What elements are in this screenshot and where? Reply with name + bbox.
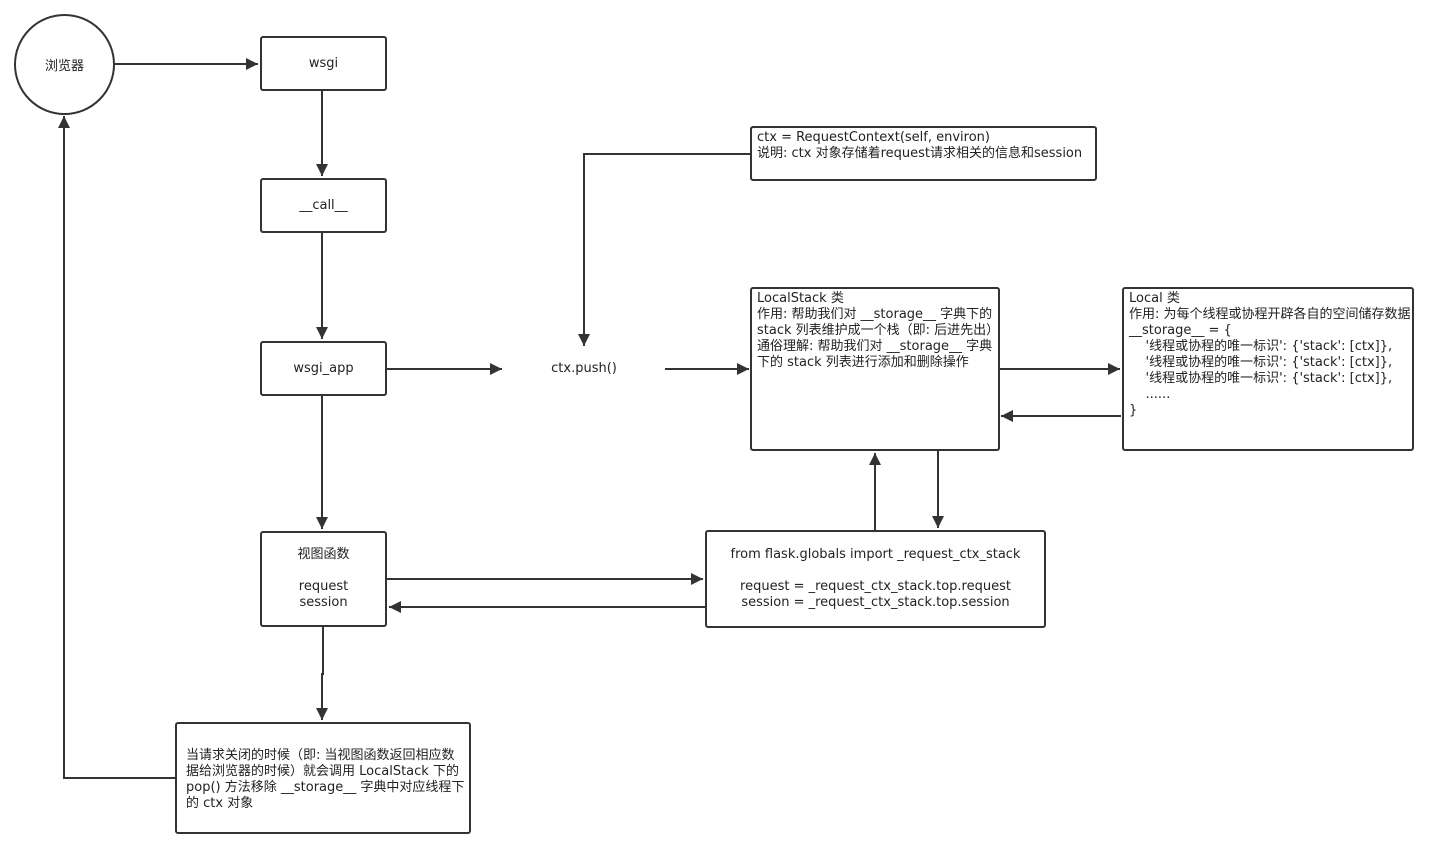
localstack-line3: 通俗理解: 帮助我们对 __storage__ 字典	[757, 339, 993, 354]
globals-line3: session = _request_ctx_stack.top.session	[741, 595, 1010, 610]
wsgi-node: wsgi	[260, 36, 387, 91]
close-node: 当请求关闭的时候（即: 当视图函数返回相应数 据给浏览器的时候）就会调用 Loc…	[175, 722, 471, 834]
localstack-line2: stack 列表维护成一个栈（即: 后进先出）	[757, 323, 1000, 338]
globals-line1: from flask.globals import _request_ctx_s…	[730, 547, 1021, 562]
localstack-line4: 下的 stack 列表进行添加和删除操作	[757, 355, 969, 370]
ctx-create-line1: ctx = RequestContext(self, environ)	[757, 130, 990, 145]
ctx-push-label: ctx.push()	[551, 361, 617, 376]
local-line1: 作用: 为每个线程或协程开辟各自的空间储存数据	[1129, 307, 1411, 322]
edge-ctxcreate-ctxpush	[578, 153, 750, 346]
local-line5: '线程或协程的唯一标识': {'stack': [ctx]},	[1129, 371, 1393, 386]
ctx-create-line2: 说明: ctx 对象存储着request请求相关的信息和session	[757, 146, 1083, 161]
view-line2: session	[299, 595, 348, 610]
edge-close-browser	[58, 116, 175, 779]
call-node: __call__	[260, 178, 387, 233]
globals-node: from flask.globals import _request_ctx_s…	[705, 530, 1046, 628]
close-line1: 当请求关闭的时候（即: 当视图函数返回相应数	[186, 748, 455, 763]
edge-view-close	[316, 627, 328, 720]
local-node: Local 类 作用: 为每个线程或协程开辟各自的空间储存数据 __storag…	[1122, 287, 1414, 451]
wsgi-app-node: wsgi_app	[260, 341, 387, 396]
view-function-node: 视图函数 request session	[260, 531, 387, 627]
view-line1: request	[298, 579, 349, 594]
globals-line2: request = _request_ctx_stack.top.request	[740, 579, 1011, 594]
localstack-node: LocalStack 类 作用: 帮助我们对 __storage__ 字典下的 …	[750, 287, 1000, 451]
close-line4: 的 ctx 对象	[186, 796, 254, 811]
local-line3: '线程或协程的唯一标识': {'stack': [ctx]},	[1129, 339, 1393, 354]
local-line6: ......	[1129, 387, 1171, 402]
browser-label: 浏览器	[44, 59, 84, 74]
close-line3: pop() 方法移除 __storage__ 字典中对应线程下	[186, 780, 465, 795]
local-line2: __storage__ = {	[1129, 323, 1232, 338]
browser-node: 浏览器	[14, 14, 115, 115]
localstack-title: LocalStack 类	[757, 291, 844, 306]
call-label: __call__	[299, 197, 348, 213]
close-line2: 据给浏览器的时候）就会调用 LocalStack 下的	[186, 764, 459, 779]
wsgi-label: wsgi	[308, 55, 339, 71]
local-title: Local 类	[1129, 291, 1180, 306]
localstack-line1: 作用: 帮助我们对 __storage__ 字典下的	[757, 307, 993, 322]
wsgi-app-label: wsgi_app	[293, 360, 354, 376]
local-line7: }	[1129, 403, 1138, 418]
view-title: 视图函数	[297, 547, 350, 562]
local-line4: '线程或协程的唯一标识': {'stack': [ctx]},	[1129, 355, 1393, 370]
ctx-create-node: ctx = RequestContext(self, environ) 说明: …	[750, 126, 1097, 181]
